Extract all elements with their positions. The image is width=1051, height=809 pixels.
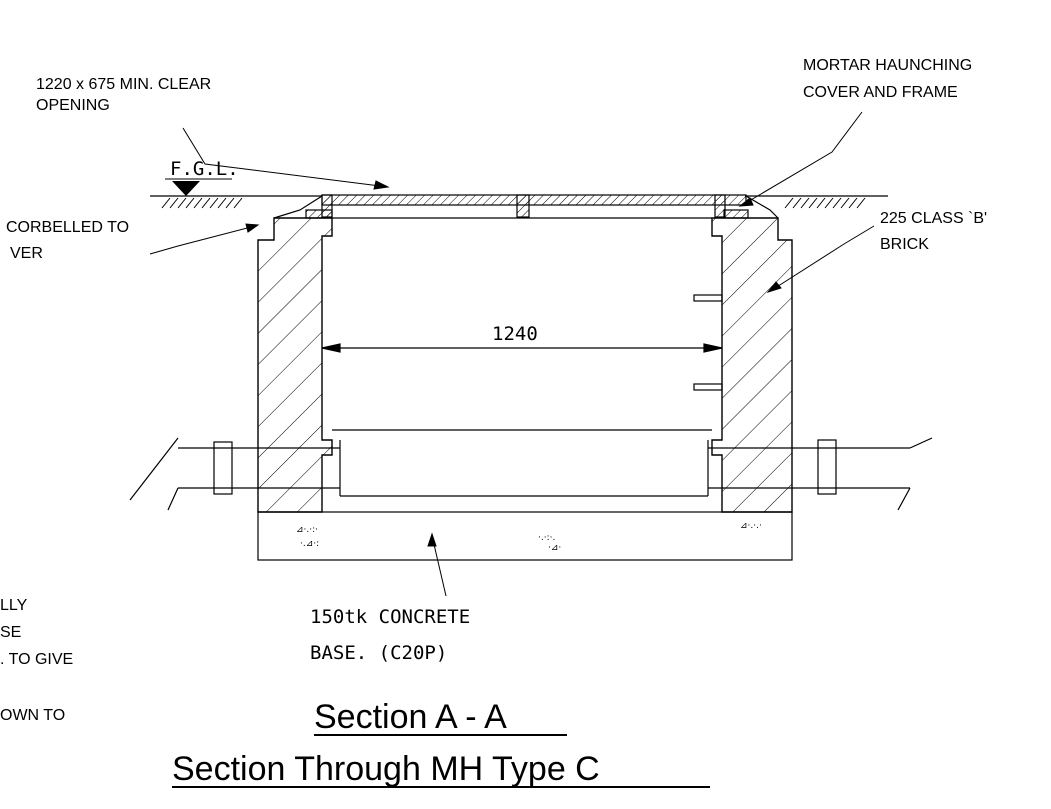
concrete-base: ⊿·.·:· ·.⊿·: ·.·:·. ·⊿· ⊿·.·.·	[257, 511, 793, 561]
mortar-label-line2: COVER AND FRAME	[803, 84, 958, 101]
brick-label-line2: BRICK	[880, 236, 929, 253]
left-note-line1: LLY	[0, 597, 28, 614]
dimension-label: 1240	[492, 323, 538, 345]
right-brick-wall	[711, 217, 793, 513]
clear-opening-label-line1: 1220 x 675 MIN. CLEAR	[36, 76, 211, 93]
brick-label-line1: 225 CLASS `B'	[880, 210, 987, 227]
fgl-label: F.G.L.	[170, 158, 239, 180]
section-title: Section A - A	[314, 698, 507, 736]
chamber-inner	[332, 217, 712, 431]
left-note-line3: . TO GIVE	[0, 651, 73, 668]
corbelled-label-line1: CORBELLED TO	[6, 219, 129, 236]
svg-text:·⊿·: ·⊿·	[548, 543, 561, 553]
fgl-marker: F.G.L.	[165, 158, 239, 196]
section-subtitle: Section Through MH Type C	[172, 750, 600, 788]
pipes	[129, 437, 933, 511]
leader-lines	[149, 111, 875, 597]
svg-text:⊿·.·:·: ⊿·.·:·	[296, 525, 318, 535]
ground-line	[150, 195, 888, 209]
svg-text:·.⊿·:: ·.⊿·:	[300, 539, 319, 549]
corbelled-label-line2: VER	[10, 245, 43, 262]
step-irons	[693, 294, 723, 391]
svg-text:·.·:·.: ·.·:·.	[538, 533, 555, 543]
mortar-label-line1: MORTAR HAUNCHING	[803, 57, 972, 74]
mortar-haunching	[273, 195, 779, 219]
dimension-1240	[321, 343, 723, 353]
left-brick-wall	[257, 217, 333, 513]
concrete-label-line2: BASE. (C20P)	[310, 642, 447, 664]
clear-opening-label-line2: OPENING	[36, 97, 110, 114]
left-note-line4: OWN TO	[0, 707, 65, 724]
svg-text:⊿·.·.·: ⊿·.·.·	[740, 521, 762, 531]
cover-and-frame	[305, 194, 749, 219]
left-note-line2: SE	[0, 624, 21, 641]
concrete-label-line1: 150tk CONCRETE	[310, 606, 470, 628]
